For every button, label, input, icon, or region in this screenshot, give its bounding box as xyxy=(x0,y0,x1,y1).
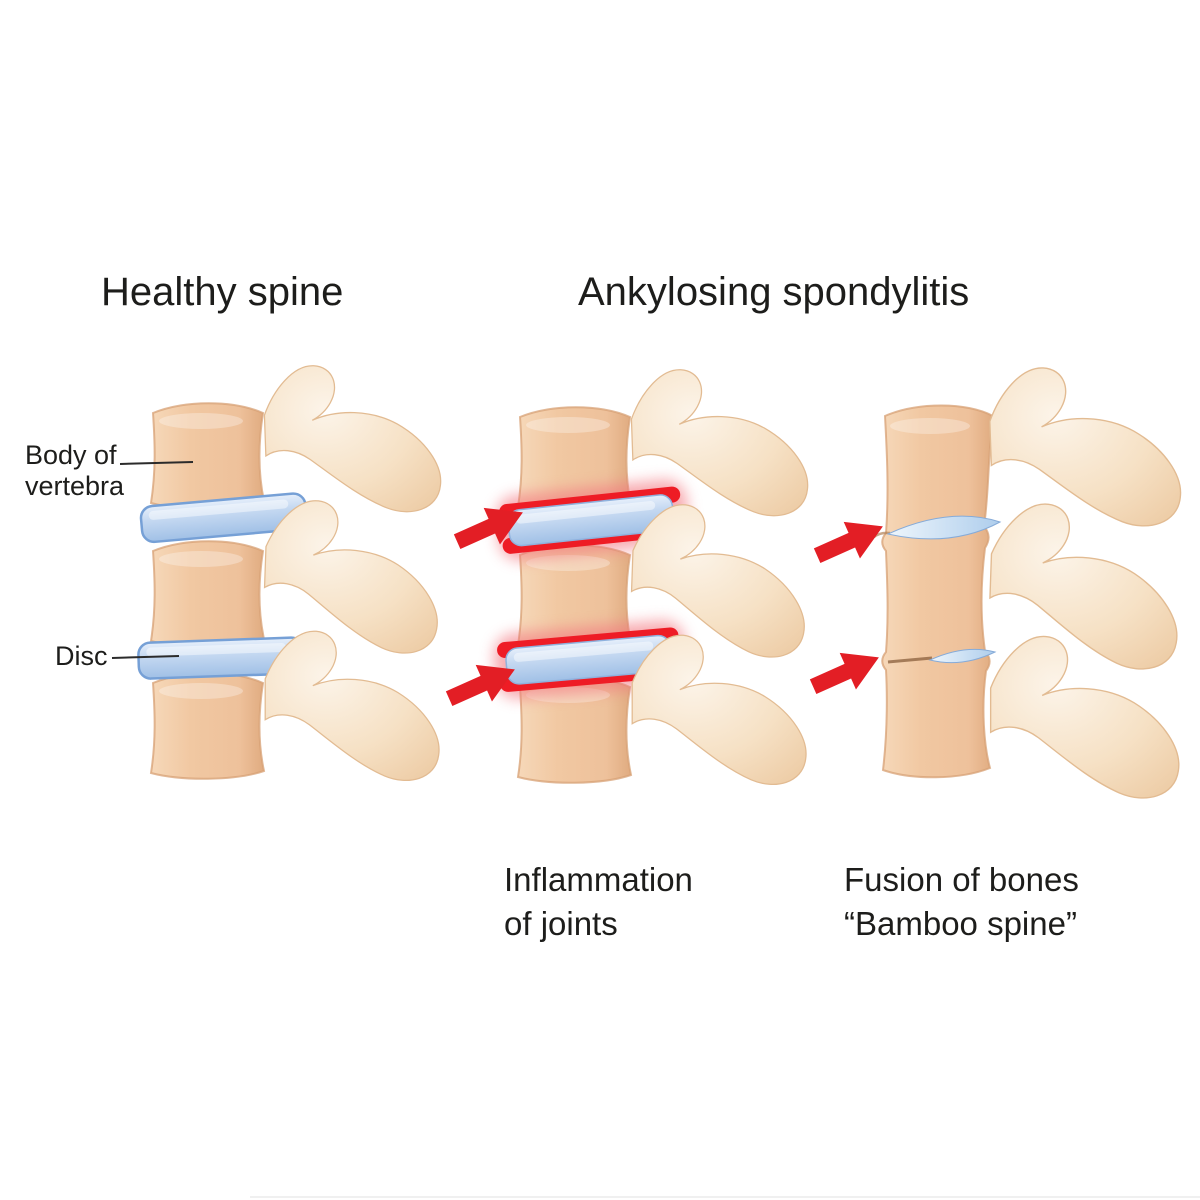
fused-vertebral-column xyxy=(881,404,995,779)
vertebra-body xyxy=(150,540,265,648)
healthy-spine-figure xyxy=(136,360,443,782)
disc-label: Disc xyxy=(55,641,108,671)
red-arrow-lower-inflammation xyxy=(445,664,515,706)
fusion-caption-line2: “Bamboo spine” xyxy=(844,905,1077,942)
ankylosing-spondylitis-title: Ankylosing spondylitis xyxy=(578,270,970,314)
vertebral-process xyxy=(264,630,440,782)
fused-disc-remnant xyxy=(886,515,1002,540)
bottom-divider xyxy=(250,1196,1200,1198)
vertebral-process xyxy=(986,501,1183,671)
inflammation-caption: Inflammation of joints xyxy=(504,858,693,946)
vertebra-body xyxy=(150,402,265,510)
inflamed-spine-figure xyxy=(445,364,810,786)
inflamed-disc xyxy=(495,479,690,561)
red-arrow-lower-fusion xyxy=(809,652,879,694)
fused-disc-remnant xyxy=(928,648,997,664)
fusion-caption: Fusion of bones “Bamboo spine” xyxy=(844,858,1079,946)
label-pointer-line-body-of-vertebra xyxy=(119,461,194,465)
fused-spine-figure xyxy=(809,362,1183,799)
body-of-vertebra-label: Body of vertebra xyxy=(25,440,124,502)
label-pointer-line-disc xyxy=(111,655,180,659)
inflammation-caption-line1: Inflammation xyxy=(504,861,693,898)
red-arrow-upper-inflammation xyxy=(453,507,523,549)
body-of-vertebra-label-line1: Body of xyxy=(25,440,117,470)
inflammation-caption-line2: of joints xyxy=(504,905,618,942)
fusion-line xyxy=(887,656,933,664)
vertebral-process xyxy=(987,362,1183,532)
body-of-vertebra-label-line2: vertebra xyxy=(25,471,125,501)
vertebra-body xyxy=(150,672,265,780)
vertebral-process xyxy=(631,634,807,786)
fusion-caption-line1: Fusion of bones xyxy=(844,861,1079,898)
vertebral-process xyxy=(261,498,443,655)
healthy-spine-title: Healthy spine xyxy=(101,270,344,314)
red-arrow-upper-fusion xyxy=(813,521,883,563)
